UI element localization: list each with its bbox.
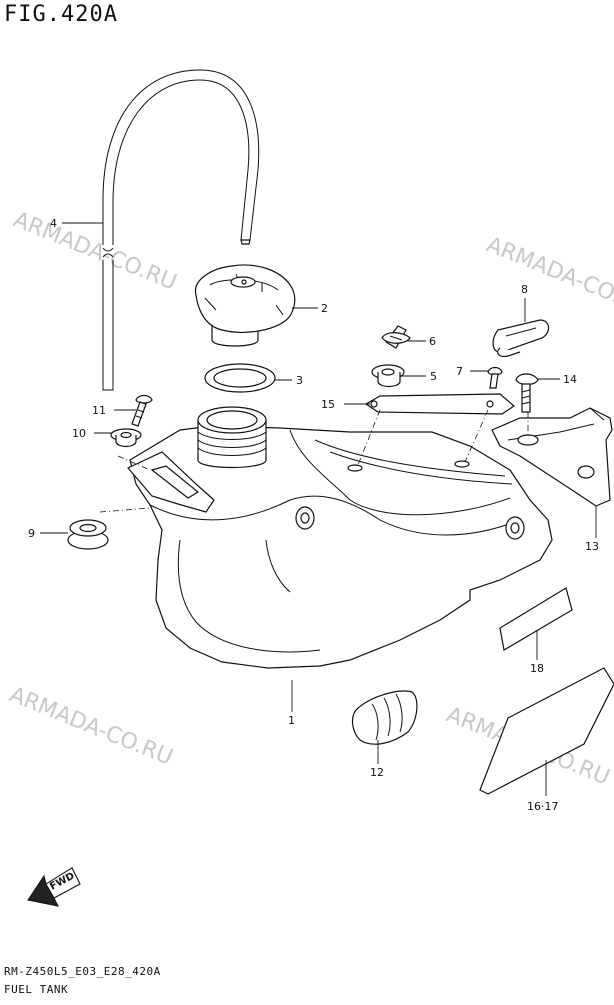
watermark-text: ARMADA-CO.RU: [6, 682, 176, 770]
clamp-8: [492, 319, 550, 357]
assembly-lines: [99, 409, 529, 513]
grommet-9: [67, 519, 109, 550]
callout-10: 10: [72, 427, 86, 440]
cushion-12: [351, 690, 418, 745]
figure-title: FIG.420A: [4, 2, 118, 27]
watermark-text: ARMADA-CO.RU: [483, 232, 614, 320]
breather-hose: [102, 69, 260, 391]
callout-5: 5: [430, 370, 437, 383]
screw-6: [381, 325, 411, 349]
callouts: 4 2 3 5 6 7 8 14 15 11 10 9 13 1 12 18 1…: [28, 217, 599, 813]
callout-16-17: 16·17: [527, 800, 559, 813]
collar-10: [110, 428, 142, 448]
bolt-7: [487, 366, 503, 389]
decal-18: [499, 587, 573, 651]
callout-1: 1: [288, 714, 295, 727]
callout-13: 13: [585, 540, 599, 553]
callout-6: 6: [429, 335, 436, 348]
callout-11: 11: [92, 404, 106, 417]
plate-15: [364, 393, 515, 415]
figure-name: FUEL TANK: [4, 983, 69, 996]
callout-18: 18: [530, 662, 544, 675]
decal-16-17: [479, 667, 614, 795]
callout-14: 14: [563, 373, 577, 386]
callout-12: 12: [370, 766, 384, 779]
collar-5: [371, 364, 405, 388]
fuel-cap: [194, 264, 296, 347]
fuel-tank: [127, 406, 553, 669]
callout-9: 9: [28, 527, 35, 540]
callout-4: 4: [50, 217, 57, 230]
fwd-arrow-icon: FWD: [27, 867, 81, 907]
callout-2: 2: [321, 302, 328, 315]
callout-7: 7: [456, 365, 463, 378]
bolt-11: [131, 394, 153, 427]
callout-15: 15: [321, 398, 335, 411]
callout-3: 3: [296, 374, 303, 387]
cap-gasket: [204, 363, 276, 393]
bracket-13: [491, 407, 613, 507]
figure-code: RM-Z450L5_E03_E28_420A: [4, 965, 161, 978]
leader-lines: [40, 222, 597, 796]
callout-8: 8: [521, 283, 528, 296]
bolt-14: [515, 373, 539, 413]
watermark-text: ARMADA-CO.RU: [10, 207, 180, 295]
